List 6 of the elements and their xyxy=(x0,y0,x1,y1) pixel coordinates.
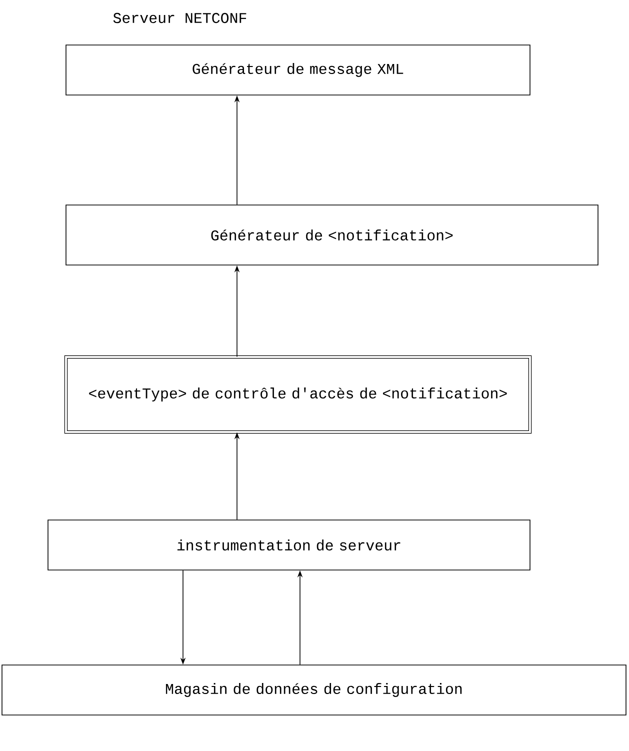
process-box: Générateur de <notification> xyxy=(66,204,598,266)
process-box: Magasin de données de configuration xyxy=(2,664,626,716)
process-box: <eventType> de contrôle d'accès de <notification> xyxy=(64,355,532,434)
process-box: Générateur de message XML xyxy=(66,44,530,96)
diagram-title: Serveur NETCONF xyxy=(113,12,246,24)
process-box: instrumentation de serveur xyxy=(48,520,530,570)
